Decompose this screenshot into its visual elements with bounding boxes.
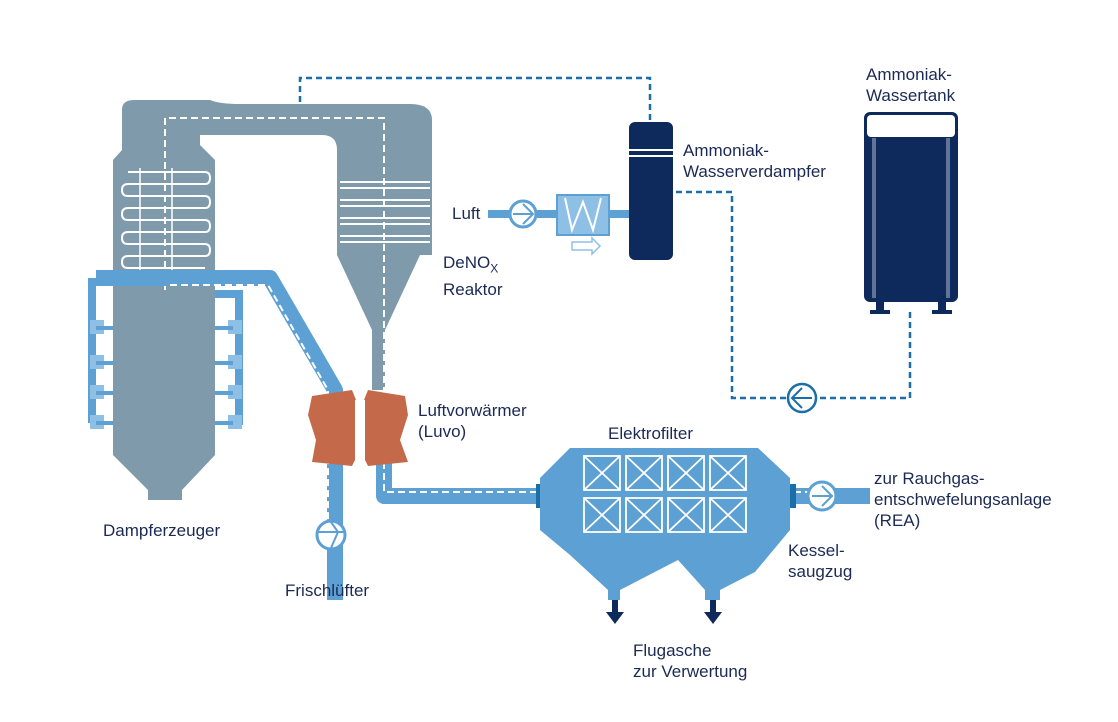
- label-verdampfer-line1: Ammoniak-: [683, 141, 769, 160]
- label-induced-draft: Kessel- saugzug: [788, 540, 852, 582]
- label-fly-ash: Flugasche zur Verwertung: [633, 640, 747, 682]
- label-tank: Ammoniak- Wassertank: [866, 64, 955, 106]
- label-denox-main: DeNO: [443, 253, 491, 272]
- label-flugasche-line1: Flugasche: [633, 641, 712, 660]
- label-electrostatic-filter: Elektrofilter: [608, 424, 694, 443]
- steam-generator: [113, 100, 432, 500]
- label-air: Luft: [452, 204, 481, 223]
- induced-draft-fan-icon[interactable]: [806, 480, 838, 512]
- ammonia-feed-line: [298, 76, 652, 120]
- fly-ash-arrows-icon: [606, 600, 722, 624]
- air-heater: [556, 194, 610, 256]
- ammonia-water-evaporator: [629, 122, 673, 260]
- label-luvo-line1: Luftvorwärmer: [418, 401, 527, 420]
- label-rea: zur Rauchgas- entschwefelungsanlage (REA…: [874, 468, 1052, 531]
- label-evaporator: Ammoniak- Wasserverdampfer: [683, 140, 826, 182]
- hot-air-duct: [96, 270, 343, 600]
- label-luvo-line2: (Luvo): [418, 422, 467, 441]
- label-tank-line2: Wassertank: [866, 86, 956, 105]
- label-denox-reactor: DeNOX Reaktor: [443, 252, 503, 300]
- label-denox-line2: Reaktor: [443, 280, 503, 300]
- label-kessel-line1: Kessel-: [788, 541, 845, 560]
- label-kessel-line2: saugzug: [788, 562, 853, 581]
- ammonia-supply-line: [655, 190, 912, 400]
- label-air-preheater: Luftvorwärmer (Luvo): [418, 400, 527, 442]
- label-verdampfer-line2: Wasserverdampfer: [683, 162, 826, 181]
- label-rea-line1: zur Rauchgas-: [874, 469, 985, 488]
- label-fresh-air-fan: Frischlüfter: [285, 581, 370, 600]
- label-denox-sub: X: [490, 261, 499, 276]
- fresh-air-fan-icon[interactable]: [315, 519, 347, 551]
- ammonia-water-tank: [864, 112, 958, 314]
- label-rea-line2: entschwefelungsanlage: [874, 490, 1052, 509]
- electrostatic-filter: [540, 448, 790, 600]
- label-flugasche-line2: zur Verwertung: [633, 662, 748, 681]
- label-rea-line3: (REA): [874, 511, 921, 530]
- label-steam-generator: Dampferzeuger: [103, 521, 221, 540]
- ammonia-pump-icon[interactable]: [786, 382, 818, 414]
- air-preheater: [308, 390, 408, 466]
- label-tank-line1: Ammoniak-: [866, 65, 952, 84]
